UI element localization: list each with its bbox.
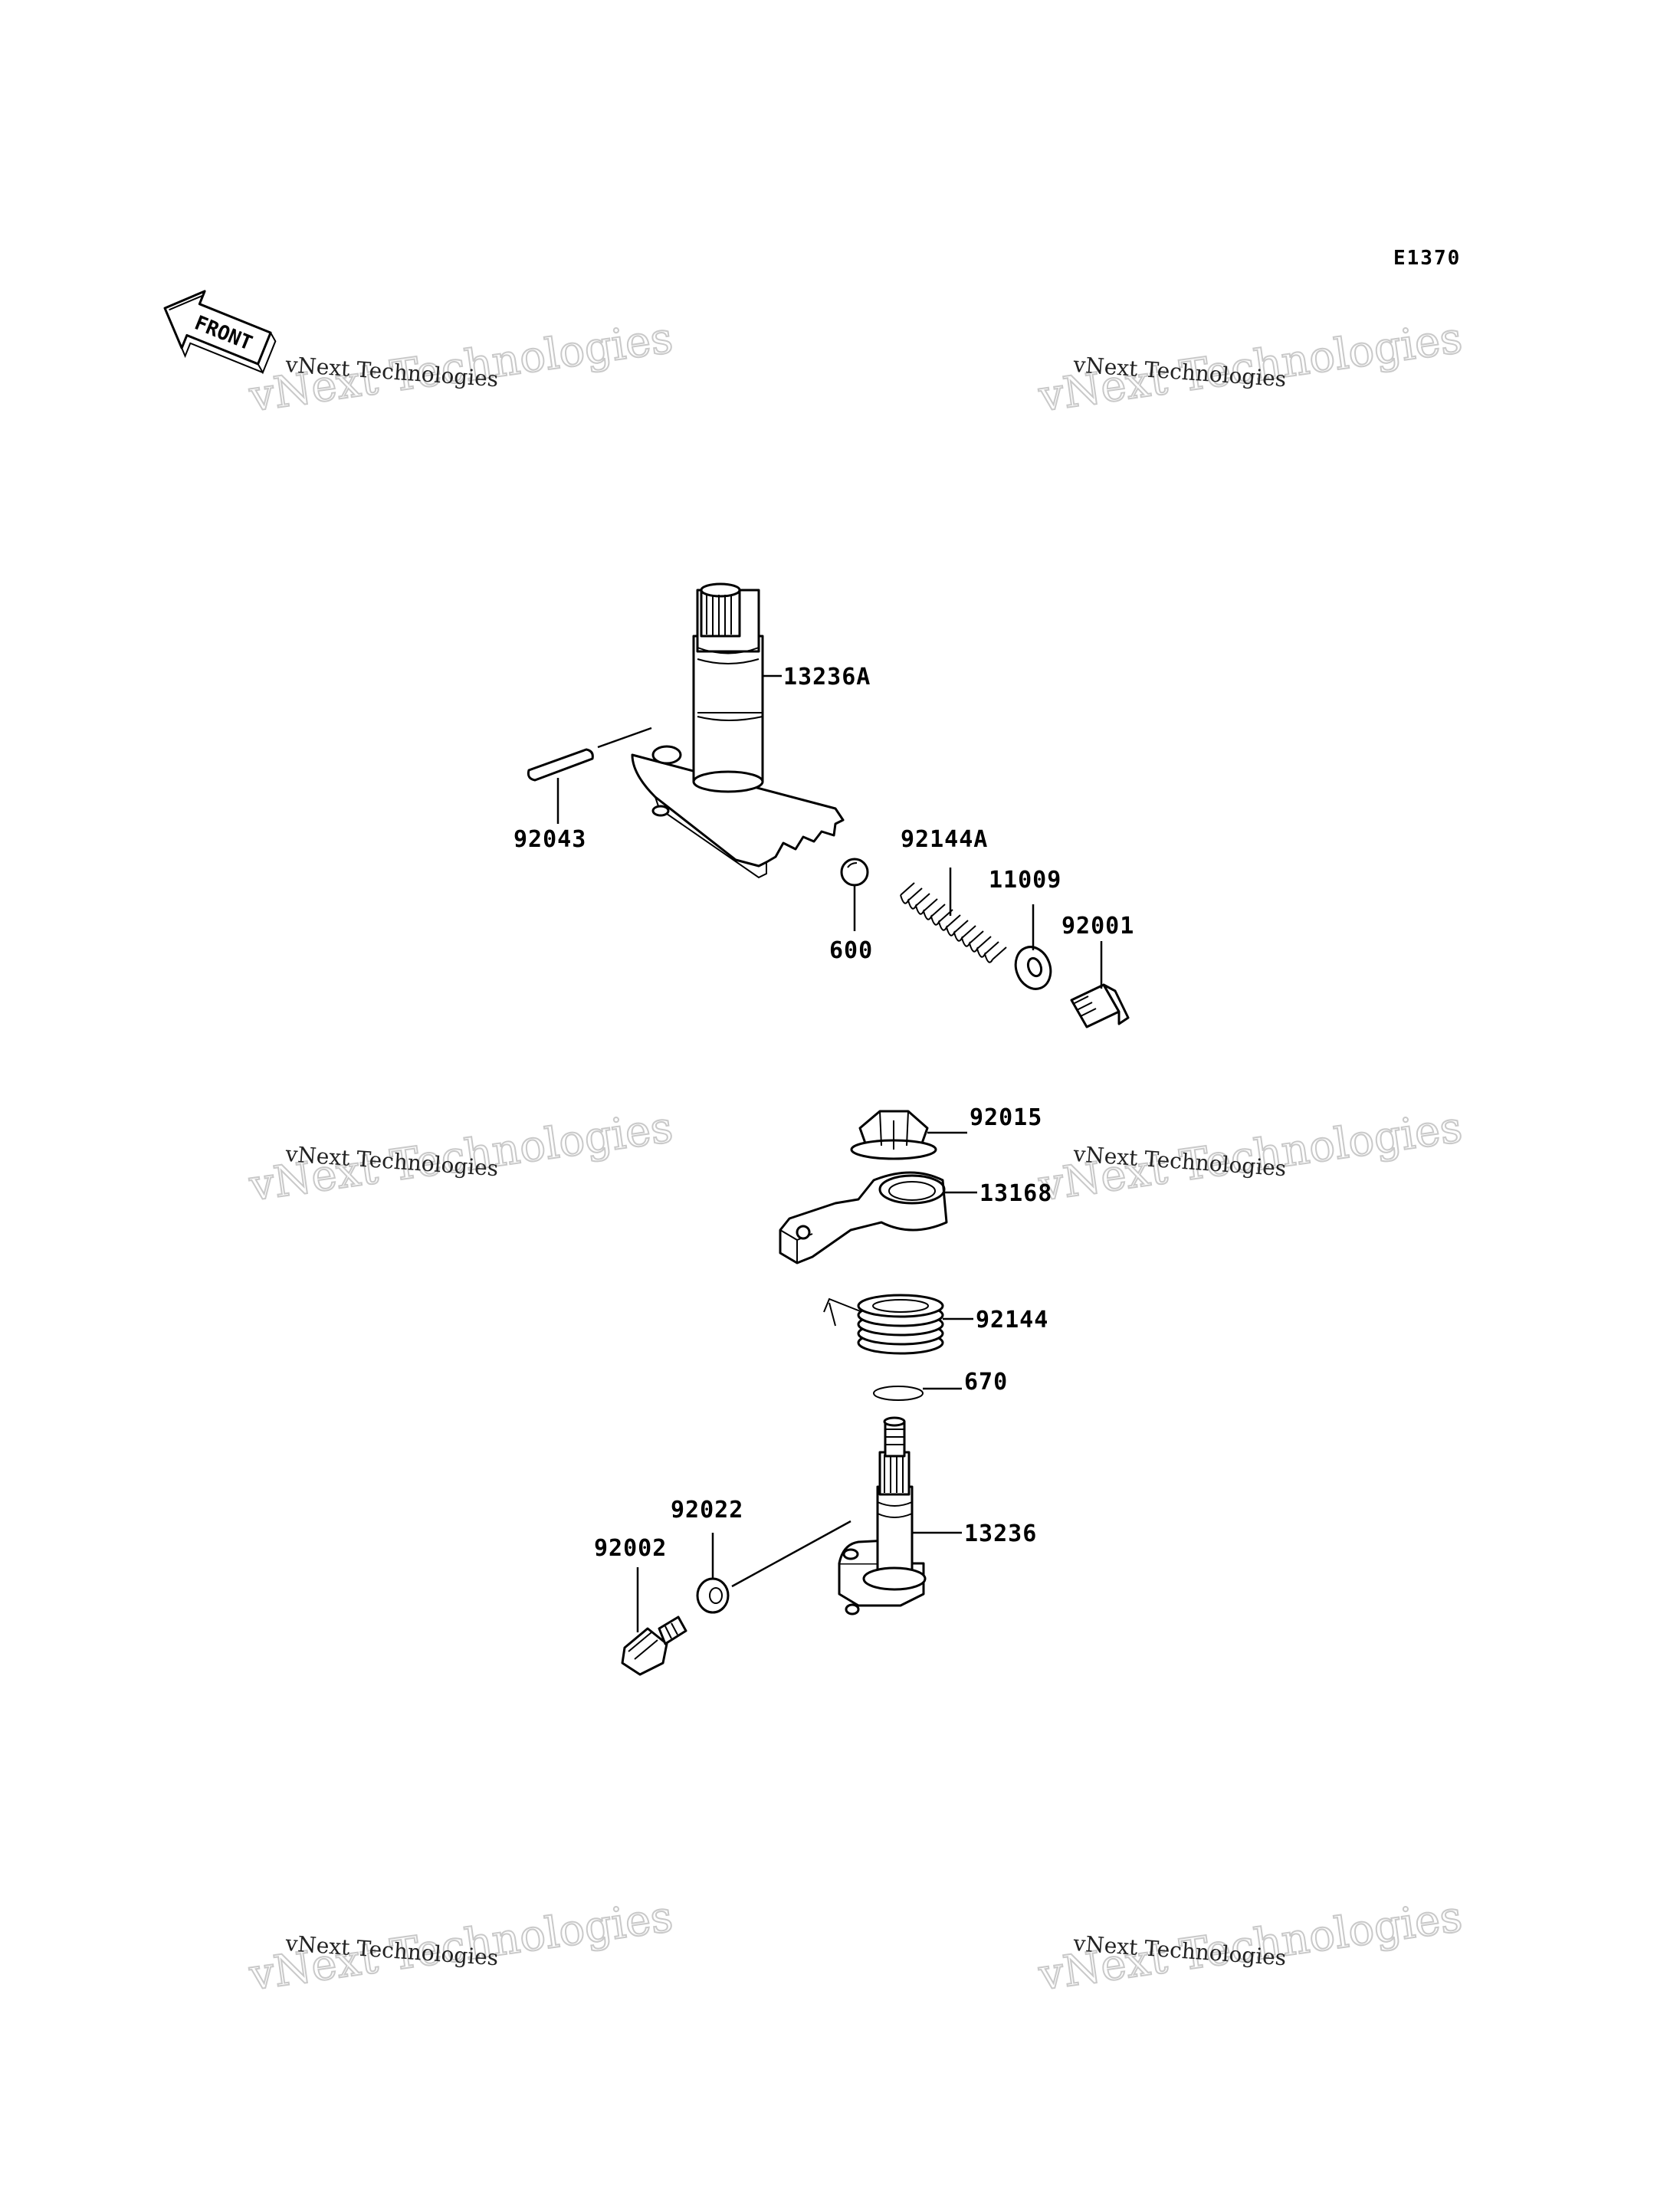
part-13168-lever (779, 1171, 948, 1265)
part-92144-torsion-spring (823, 1294, 944, 1355)
label-13168: 13168 (979, 1180, 1052, 1207)
part-13236a-shift-shaft (631, 582, 845, 879)
label-600: 600 (829, 937, 873, 964)
part-92015-nut (850, 1110, 937, 1160)
label-11009: 11009 (989, 867, 1061, 894)
part-11009-washer (1014, 946, 1052, 990)
part-labels: 13236A 92043 92144A 11009 92001 600 9201… (514, 664, 1134, 1562)
label-92144a: 92144A (901, 826, 988, 853)
part-92144a-spring (900, 882, 1007, 963)
label-13236a: 13236A (783, 664, 871, 690)
label-13236: 13236 (964, 1520, 1037, 1547)
label-92022: 92022 (671, 1497, 743, 1524)
leader-lines (556, 674, 1103, 1632)
label-92043: 92043 (514, 826, 586, 853)
part-600-ball (840, 858, 869, 887)
label-670: 670 (964, 1369, 1008, 1396)
part-92043-pin (527, 727, 652, 782)
label-92002: 92002 (594, 1535, 667, 1562)
part-92022-washer (696, 1520, 851, 1614)
front-arrow-icon: FRONT (163, 290, 277, 375)
part-670-snap-ring (873, 1386, 924, 1401)
label-92015: 92015 (970, 1104, 1042, 1131)
part-92002-bolt (621, 1615, 687, 1676)
label-92144: 92144 (976, 1307, 1048, 1333)
diagram-id: E1370 (1393, 247, 1461, 270)
label-92001: 92001 (1061, 913, 1134, 940)
part-13236-shaft (838, 1416, 927, 1615)
part-92001-plug (1070, 983, 1130, 1028)
